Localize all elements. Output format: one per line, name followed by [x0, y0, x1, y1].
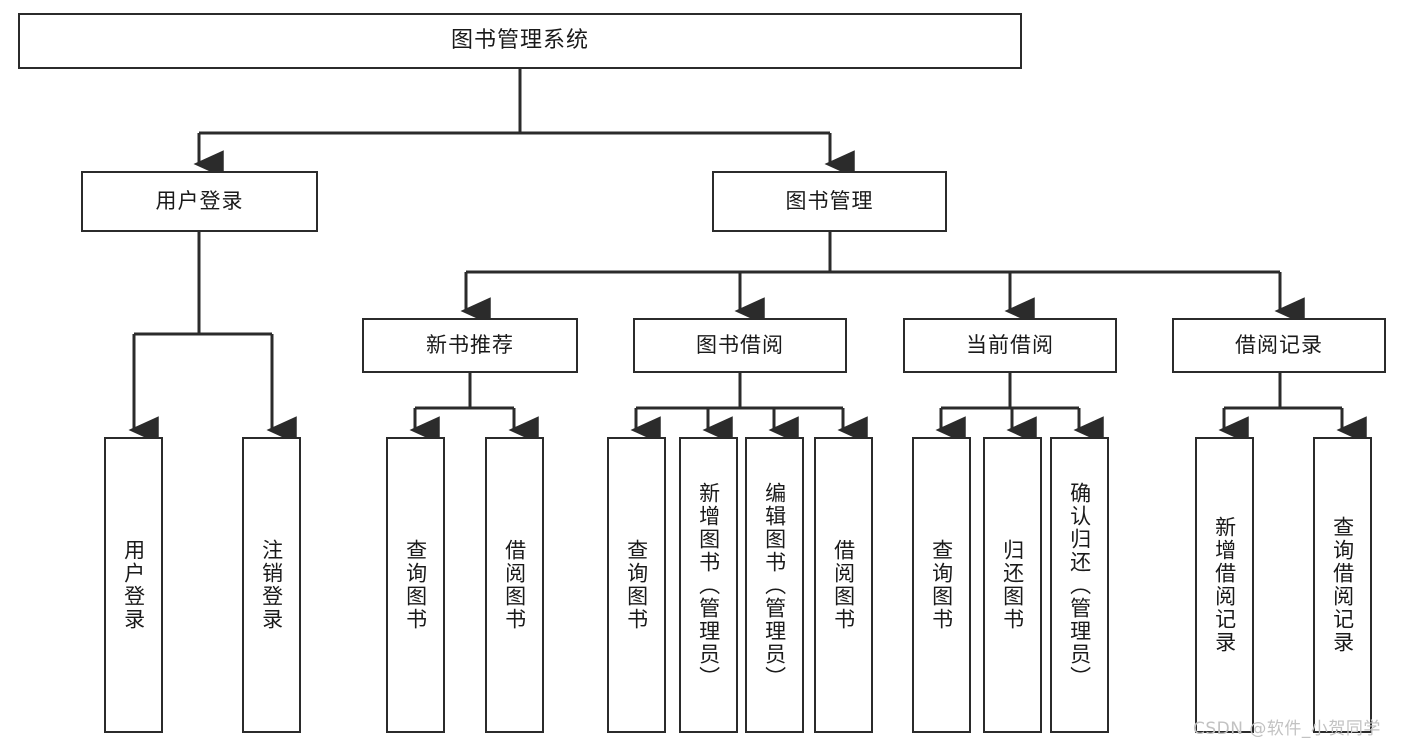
node-leaf-borrow-book-1-label: 借阅图书: [502, 539, 527, 631]
node-leaf-user-logout-label: 注销登录: [259, 539, 284, 631]
node-leaf-edit-book-label: 编辑图书（管理员）: [762, 481, 787, 689]
node-book-manage[interactable]: 图书管理: [712, 171, 947, 232]
node-borrow-record-label: 借阅记录: [1235, 332, 1323, 357]
node-leaf-user-logout[interactable]: 注销登录: [242, 437, 301, 733]
node-borrow-record[interactable]: 借阅记录: [1172, 318, 1386, 373]
node-leaf-query-book-1-label: 查询图书: [403, 539, 428, 631]
node-user-login[interactable]: 用户登录: [81, 171, 318, 232]
node-leaf-user-login-label: 用户登录: [121, 539, 146, 631]
node-leaf-confirm-return-label: 确认归还（管理员）: [1067, 481, 1092, 689]
node-new-book-recommend[interactable]: 新书推荐: [362, 318, 578, 373]
node-current-borrow[interactable]: 当前借阅: [903, 318, 1117, 373]
node-leaf-return-book[interactable]: 归还图书: [983, 437, 1042, 733]
node-book-borrow[interactable]: 图书借阅: [633, 318, 847, 373]
node-leaf-query-book-2[interactable]: 查询图书: [607, 437, 666, 733]
node-current-borrow-label: 当前借阅: [966, 332, 1054, 357]
csdn-watermark: CSDN @软件_小贺同学: [1193, 719, 1381, 739]
node-root[interactable]: 图书管理系统: [18, 13, 1022, 69]
node-leaf-query-book-1[interactable]: 查询图书: [386, 437, 445, 733]
node-book-manage-label: 图书管理: [785, 188, 874, 213]
node-leaf-user-login[interactable]: 用户登录: [104, 437, 163, 733]
node-leaf-query-record-label: 查询借阅记录: [1330, 516, 1355, 654]
node-leaf-add-book[interactable]: 新增图书（管理员）: [679, 437, 738, 733]
node-leaf-borrow-book-2[interactable]: 借阅图书: [814, 437, 873, 733]
node-leaf-confirm-return[interactable]: 确认归还（管理员）: [1050, 437, 1109, 733]
node-leaf-query-book-3-label: 查询图书: [929, 539, 954, 631]
node-user-login-label: 用户登录: [155, 188, 244, 213]
node-book-borrow-label: 图书借阅: [696, 332, 784, 357]
node-leaf-borrow-book-1[interactable]: 借阅图书: [485, 437, 544, 733]
node-leaf-query-book-3[interactable]: 查询图书: [912, 437, 971, 733]
node-leaf-edit-book[interactable]: 编辑图书（管理员）: [745, 437, 804, 733]
node-leaf-borrow-book-2-label: 借阅图书: [831, 539, 856, 631]
node-leaf-add-record-label: 新增借阅记录: [1212, 516, 1237, 654]
node-new-book-recommend-label: 新书推荐: [426, 332, 514, 357]
node-leaf-query-book-2-label: 查询图书: [624, 539, 649, 631]
node-leaf-query-record[interactable]: 查询借阅记录: [1313, 437, 1372, 733]
node-root-label: 图书管理系统: [450, 27, 589, 53]
node-leaf-add-book-label: 新增图书（管理员）: [696, 481, 721, 689]
node-leaf-add-record[interactable]: 新增借阅记录: [1195, 437, 1254, 733]
node-leaf-return-book-label: 归还图书: [1000, 539, 1025, 631]
